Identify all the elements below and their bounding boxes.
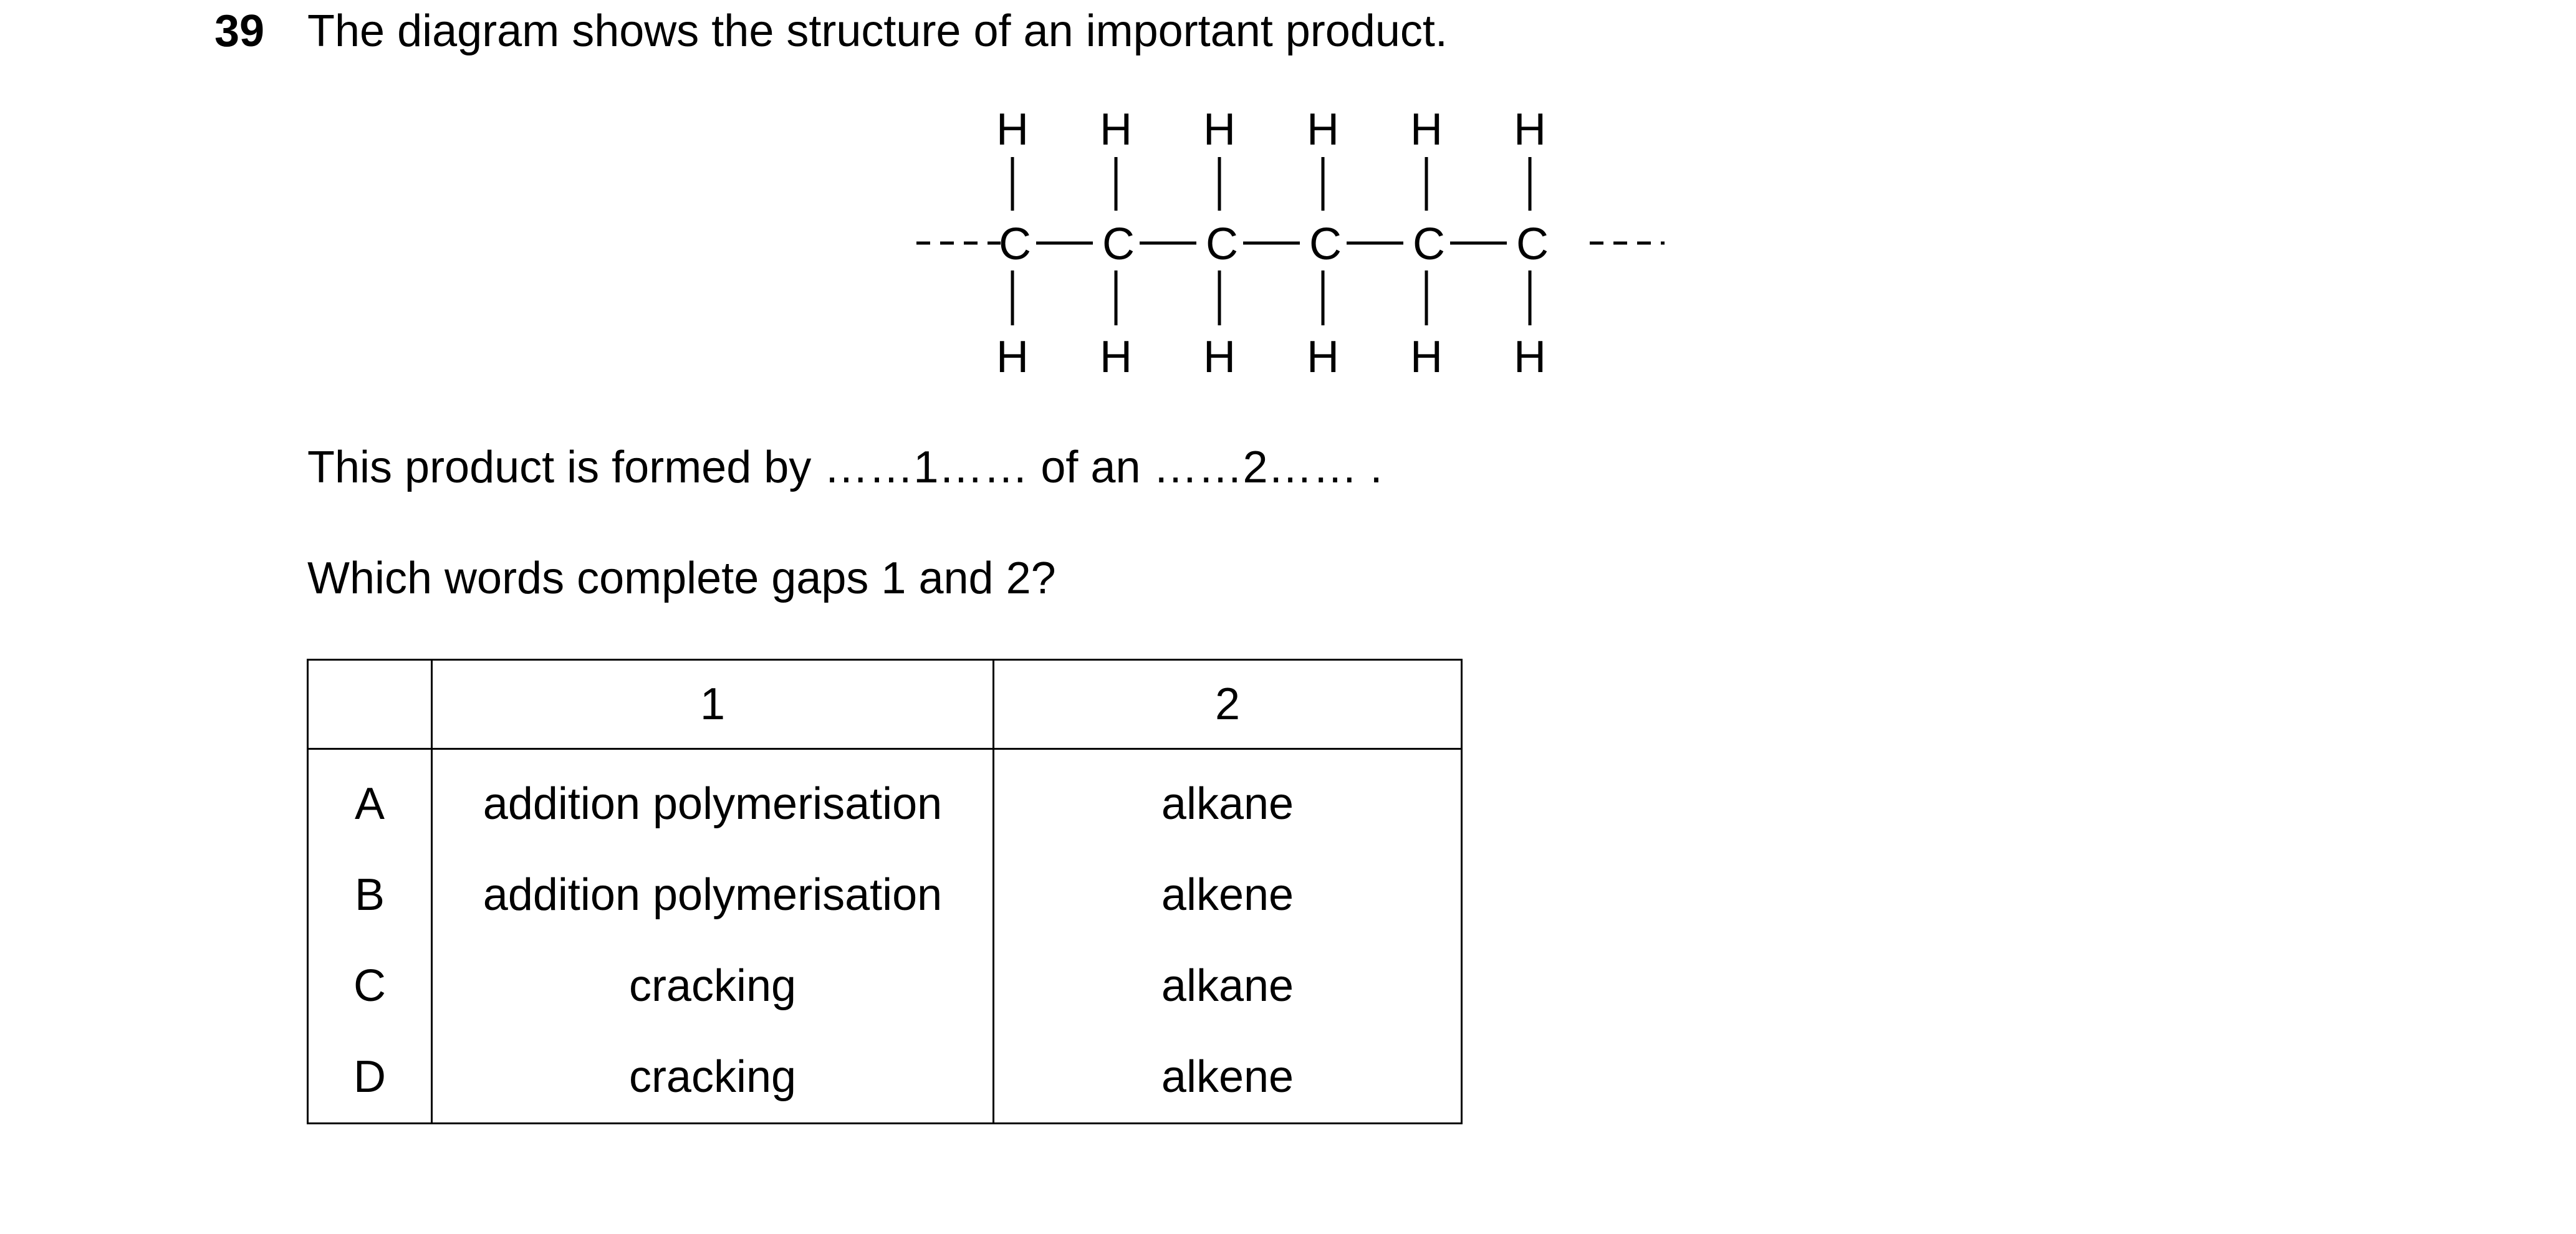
option-gap-2: alkene — [992, 1031, 1463, 1124]
polymer-structure-diagram: H H H H H H C C C C C C H H H H H H — [916, 105, 1665, 382]
option-gap-1: addition polymerisation — [431, 749, 994, 849]
header-cell-gap-2: 2 — [992, 659, 1463, 750]
hydrogen-atom: H — [1514, 332, 1546, 382]
carbon-atom: C — [999, 219, 1031, 269]
carbon-atom: C — [1206, 219, 1238, 269]
hydrogen-atom: H — [1203, 105, 1236, 155]
option-gap-1: addition polymerisation — [431, 849, 994, 940]
hydrogen-atom: H — [996, 105, 1029, 155]
option-gap-1: cracking — [431, 940, 994, 1031]
question-text: The diagram shows the structure of an im… — [307, 6, 1448, 56]
hydrogen-atom: H — [1514, 105, 1546, 155]
hydrogen-atom: H — [1307, 332, 1339, 382]
option-row-d[interactable]: D cracking alkene — [307, 1031, 1463, 1124]
hydrogen-atom: H — [1203, 332, 1236, 382]
option-letter: D — [307, 1031, 433, 1124]
option-gap-2: alkane — [992, 749, 1463, 849]
header-cell-gap-1: 1 — [431, 659, 994, 750]
option-letter: A — [307, 749, 433, 849]
question-prompt: Which words complete gaps 1 and 2? — [307, 553, 1056, 603]
hydrogen-atom: H — [1100, 332, 1132, 382]
hydrogen-atom: H — [1100, 105, 1132, 155]
hydrogen-atom: H — [996, 332, 1029, 382]
hydrogen-atom: H — [1410, 332, 1443, 382]
hydrogen-atom: H — [1410, 105, 1443, 155]
carbon-atom: C — [1102, 219, 1135, 269]
option-letter: C — [307, 940, 433, 1031]
answer-options-table: 1 2 A addition polymerisation alkane B a… — [307, 659, 1463, 1124]
carbon-atom: C — [1516, 219, 1549, 269]
option-row-b[interactable]: B addition polymerisation alkene — [307, 849, 1463, 940]
option-letter: B — [307, 849, 433, 940]
question-number: 39 — [214, 6, 265, 56]
option-row-a[interactable]: A addition polymerisation alkane — [307, 749, 1463, 849]
option-gap-2: alkane — [992, 940, 1463, 1031]
gap-sentence: This product is formed by ……1…… of an ……… — [307, 442, 1383, 492]
option-row-c[interactable]: C cracking alkane — [307, 940, 1463, 1031]
carbon-atom: C — [1413, 219, 1445, 269]
hydrogen-atom: H — [1307, 105, 1339, 155]
table-header-row: 1 2 — [307, 659, 1463, 750]
carbon-atom: C — [1309, 219, 1342, 269]
option-gap-2: alkene — [992, 849, 1463, 940]
option-gap-1: cracking — [431, 1031, 994, 1124]
header-cell-letter — [307, 659, 433, 750]
